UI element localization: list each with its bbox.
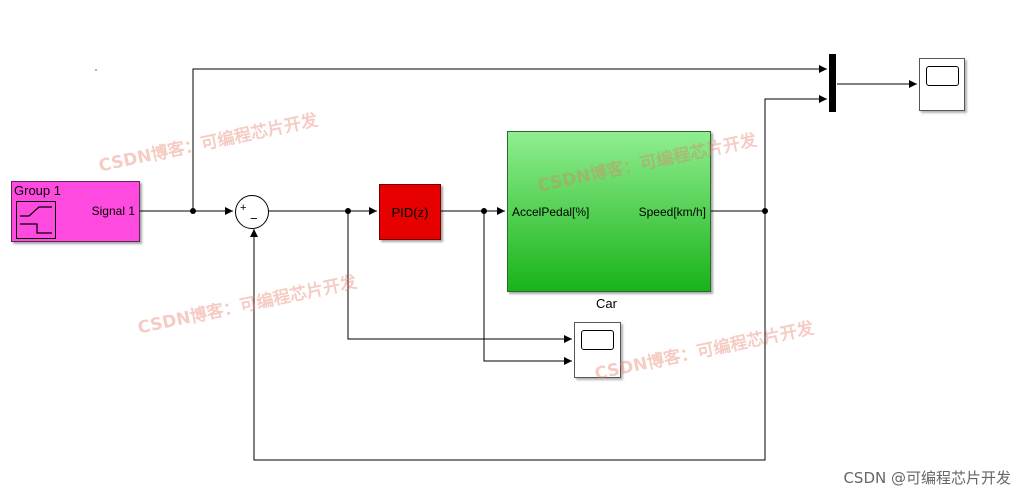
car-block-name: Car — [596, 296, 617, 311]
car-input-port-label: AccelPedal[%] — [512, 205, 590, 219]
line-feedback — [250, 211, 766, 461]
branch-point — [345, 208, 351, 214]
scope-screen-icon — [581, 330, 614, 350]
line-control-to-scope — [483, 211, 572, 365]
scope-block-control[interactable] — [574, 322, 621, 378]
line-speed-to-mux — [764, 95, 827, 211]
branch-point — [190, 208, 196, 214]
branch-point — [762, 208, 768, 214]
scope-block-output[interactable] — [919, 58, 965, 111]
branch-point — [481, 208, 487, 214]
scope-screen-icon — [926, 66, 959, 86]
credit-text: CSDN @可编程芯片开发 — [843, 469, 1011, 487]
sum-block[interactable]: + − — [235, 195, 269, 229]
signal-builder-group-label: Group 1 — [14, 183, 61, 198]
pid-label: PID(z) — [391, 204, 429, 220]
sum-minus-sign: − — [250, 211, 258, 226]
car-output-port-label: Speed[km/h] — [638, 205, 706, 219]
signal-waveform-icon — [16, 201, 56, 239]
signal-builder-block[interactable]: Group 1 Signal 1 — [11, 181, 140, 242]
sum-plus-sign: + — [240, 202, 247, 214]
line-error-to-scope — [347, 211, 572, 343]
pid-controller-block[interactable]: PID(z) — [379, 184, 441, 240]
car-subsystem-block[interactable]: AccelPedal[%] Speed[km/h] — [507, 131, 711, 292]
mux-block[interactable] — [829, 54, 836, 112]
signal-builder-output-label: Signal 1 — [91, 204, 135, 218]
line-signal-to-mux — [192, 65, 827, 211]
